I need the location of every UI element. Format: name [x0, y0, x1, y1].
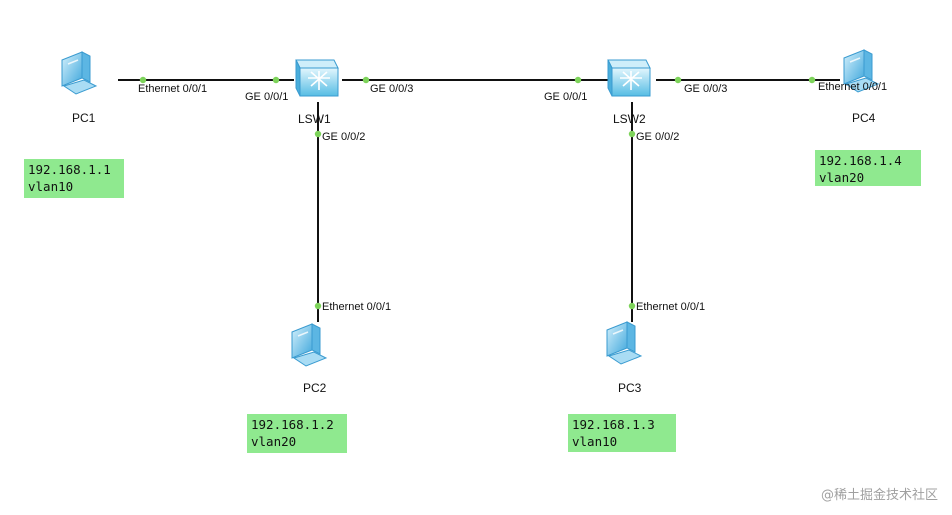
lsw1-switch-icon[interactable] — [295, 59, 339, 97]
port-label-pc4-eth: Ethernet 0/0/1 — [818, 81, 887, 93]
port-label-pc3-eth: Ethernet 0/0/1 — [636, 301, 705, 313]
pc4-ip: 192.168.1.4 — [819, 153, 902, 168]
pc3-vlan: vlan10 — [572, 434, 618, 449]
pc2-vlan: vlan20 — [251, 434, 297, 449]
pc4-info-box: 192.168.1.4 vlan20 — [815, 150, 921, 186]
watermark: @稀土掘金技术社区 — [820, 488, 938, 503]
pc1-ip: 192.168.1.1 — [28, 162, 111, 177]
pc1-label: PC1 — [72, 111, 96, 125]
pc4-vlan: vlan20 — [819, 170, 865, 185]
port-dot-pc4-eth — [808, 76, 816, 84]
port-dot-pc3-eth — [628, 302, 636, 310]
lsw1-label: LSW1 — [298, 112, 331, 126]
port-dot-lsw1-ge2 — [314, 130, 322, 138]
port-dot-lsw1-ge3 — [362, 76, 370, 84]
port-label-lsw2-ge2: GE 0/0/2 — [636, 131, 679, 143]
port-label-lsw1-ge3: GE 0/0/3 — [370, 83, 413, 95]
pc3-ip: 192.168.1.3 — [572, 417, 655, 432]
pc2-icon[interactable] — [291, 323, 327, 367]
pc2-label: PC2 — [303, 381, 327, 395]
port-label-lsw2-ge3: GE 0/0/3 — [684, 83, 727, 95]
port-label-lsw1-ge1: GE 0/0/1 — [245, 91, 288, 103]
pc2-info-box: 192.168.1.2 vlan20 — [247, 414, 347, 453]
pc1-vlan: vlan10 — [28, 179, 74, 194]
port-label-pc2-eth: Ethernet 0/0/1 — [322, 301, 391, 313]
pc3-label: PC3 — [618, 381, 642, 395]
port-dot-pc2-eth — [314, 302, 322, 310]
pc1-icon[interactable] — [61, 51, 97, 95]
pc3-icon[interactable] — [606, 321, 642, 365]
port-dot-pc1-eth — [139, 76, 147, 84]
port-label-pc1-eth: Ethernet 0/0/1 — [138, 83, 207, 95]
port-label-lsw2-ge1: GE 0/0/1 — [544, 91, 587, 103]
lsw2-switch-icon[interactable] — [607, 59, 651, 97]
port-dot-lsw1-ge1 — [272, 76, 280, 84]
pc2-ip: 192.168.1.2 — [251, 417, 334, 432]
port-dot-lsw2-ge3 — [674, 76, 682, 84]
pc3-info-box: 192.168.1.3 vlan10 — [568, 414, 676, 452]
lsw2-label: LSW2 — [613, 112, 646, 126]
pc4-label: PC4 — [852, 111, 876, 125]
port-dot-lsw2-ge2 — [628, 130, 636, 138]
port-dot-lsw2-ge1 — [574, 76, 582, 84]
port-label-lsw1-ge2: GE 0/0/2 — [322, 131, 365, 143]
pc1-info-box: 192.168.1.1 vlan10 — [24, 159, 124, 198]
